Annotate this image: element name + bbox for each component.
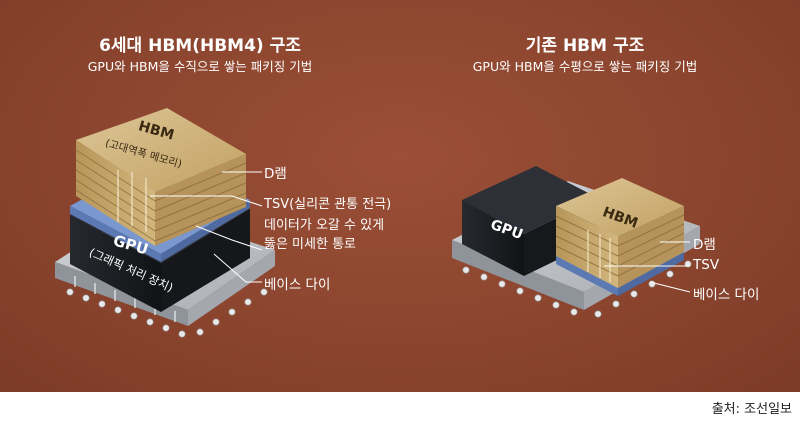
left-title: 6세대 HBM(HBM4) 구조 (99, 36, 301, 56)
diagram-art (55, 108, 700, 338)
left-tsv-desc-2: 뚫은 미세한 통로 (264, 237, 356, 252)
right-base-die-label: 베이스 다이 (693, 287, 760, 303)
left-subtitle: GPU와 HBM을 수직으로 쌓는 패키징 기법 (87, 59, 313, 74)
left-dram-label: D램 (264, 166, 287, 182)
right-tsv-label: TSV (693, 257, 720, 273)
right-solder-balls (462, 260, 692, 318)
source-credit: 출처: 조선일보 (711, 402, 792, 417)
right-tsv-lines (587, 230, 611, 282)
right-subtitle: GPU와 HBM을 수평으로 쌓는 패키징 기법 (472, 59, 698, 74)
left-solder-balls (66, 288, 268, 338)
left-base-die-label: 베이스 다이 (264, 277, 331, 293)
left-tsv-lines (117, 170, 147, 232)
left-leader-lines (150, 171, 263, 283)
right-title: 기존 HBM 구조 (525, 36, 645, 56)
right-hbm-stack (555, 178, 685, 288)
right-dram-label: D램 (693, 237, 716, 253)
right-leader-lines (604, 241, 691, 293)
left-tsv-desc-1: 데이터가 오갈 수 있게 (264, 218, 385, 233)
left-tsv-label: TSV(실리콘 관통 전극) (264, 197, 392, 212)
left-hbm-stack (75, 108, 247, 246)
